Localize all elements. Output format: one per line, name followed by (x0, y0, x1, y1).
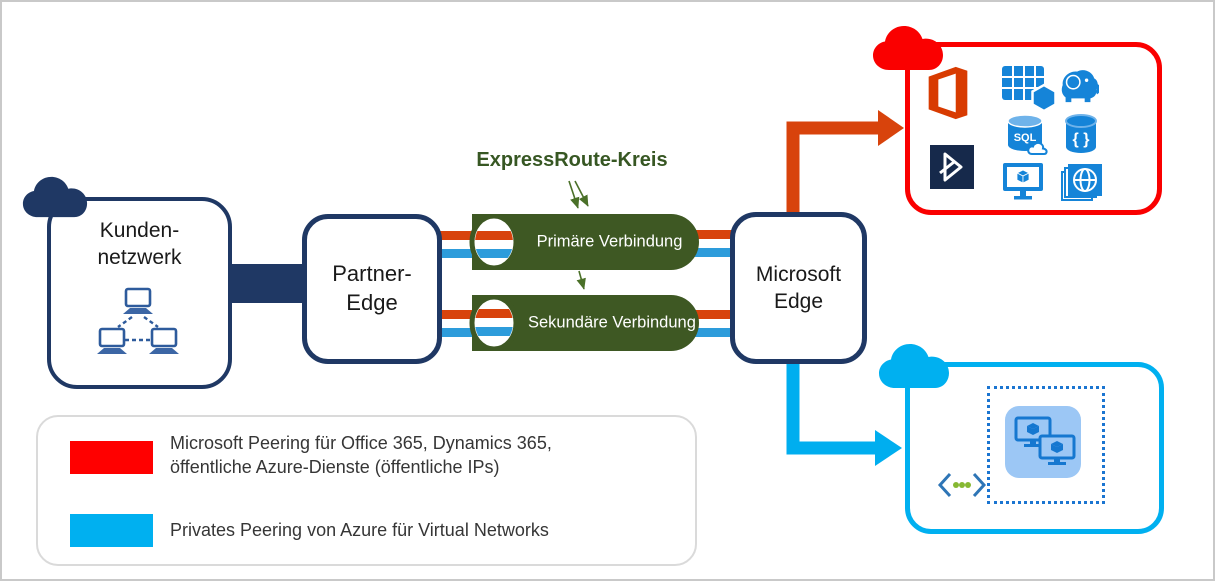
primary-connection-cylinder: Primäre Verbindung (469, 214, 699, 270)
vm-pair-icon-2 (1038, 434, 1076, 465)
virtual-network-icon (987, 386, 1105, 504)
customer-network-icon (97, 287, 179, 354)
partner-edge-box: Partner- Edge (302, 214, 442, 364)
secondary-connection-label: Sekundäre Verbindung (528, 313, 696, 332)
code-icon (937, 472, 987, 498)
customer-network-label: Kunden- netzwerk (97, 219, 182, 270)
circuit-stripes (428, 230, 734, 337)
azure-cloud-icon (879, 344, 949, 388)
primary-connection-label: Primäre Verbindung (536, 232, 683, 251)
vm-pair-icon-1 (1014, 416, 1052, 447)
virtual-network-services-box (905, 362, 1164, 534)
circuit-callout-arrows (568, 180, 589, 290)
secondary-connection-cylinder: Sekundäre Verbindung (469, 295, 699, 351)
cylinder-cap (469, 295, 519, 351)
table-storage-icon (1002, 66, 1057, 112)
dynamics-365-icon (930, 145, 974, 189)
legend-swatch-private-peering (70, 514, 153, 547)
virtual-machine-icon (1003, 163, 1043, 200)
cylinder-cap (469, 214, 519, 270)
svg-text:{ }: { } (1073, 131, 1090, 148)
microsoft-edge-box: Microsoft Edge (730, 212, 867, 364)
microsoft-edge-label: Microsoft Edge (755, 262, 842, 313)
customer-network-box: Kunden- netzwerk (47, 197, 232, 389)
svg-text:SQL: SQL (1014, 132, 1037, 144)
microsoft-peering-arrow (786, 110, 904, 215)
customer-cloud-icon (22, 176, 88, 218)
office-365-icon (928, 66, 968, 120)
legend-label-private-peering: Privates Peering von Azure für Virtual N… (170, 520, 549, 540)
office-cloud-icon (873, 26, 943, 70)
circuit-title: ExpressRoute-Kreis (476, 149, 668, 171)
documentdb-icon: { } (1065, 114, 1097, 153)
customer-partner-connector (222, 264, 306, 303)
hdinsight-hadoop-icon (1061, 70, 1099, 103)
partner-edge-label: Partner- Edge (332, 261, 412, 315)
web-app-icon (1061, 164, 1102, 201)
private-peering-arrow (786, 352, 902, 466)
legend-swatch-microsoft-peering (70, 441, 153, 474)
sql-database-icon: SQL (1007, 114, 1048, 155)
legend-label-microsoft-peering: Microsoft Peering für Office 365, Dynami… (170, 433, 552, 477)
